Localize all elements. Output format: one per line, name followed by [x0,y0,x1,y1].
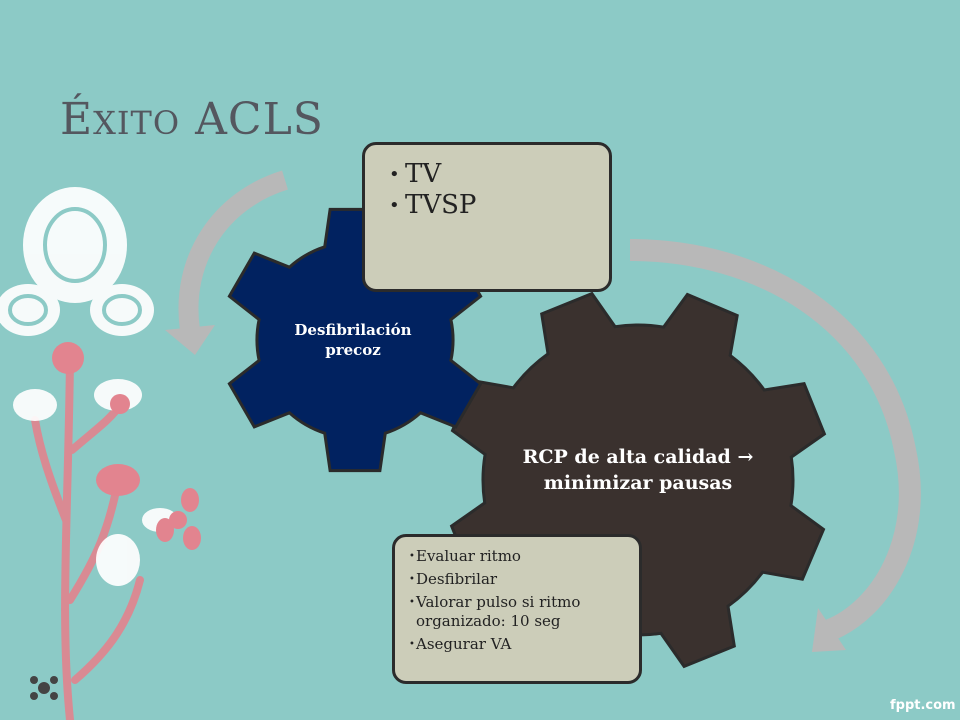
small-gear-label: Desfibrilación precoz [294,321,412,359]
list-item: Valorar pulso si ritmo organizado: 10 se… [409,593,633,631]
bottom-callout-box: Evaluar ritmo Desfibrilar Valorar pulso … [392,534,642,684]
list-item: Desfibrilar [409,570,633,589]
top-callout-box: TV TVSP [362,142,612,292]
brand-watermark: fppt.com [890,698,956,713]
page-title: ÉXITO ACLS [60,94,324,145]
large-gear-label: RCP de alta calidad → minimizar pausas [522,446,754,494]
list-item: TVSP [389,190,609,221]
list-item: TV [389,159,609,190]
list-item: Evaluar ritmo [409,547,633,566]
list-item: Asegurar VA [409,635,633,654]
